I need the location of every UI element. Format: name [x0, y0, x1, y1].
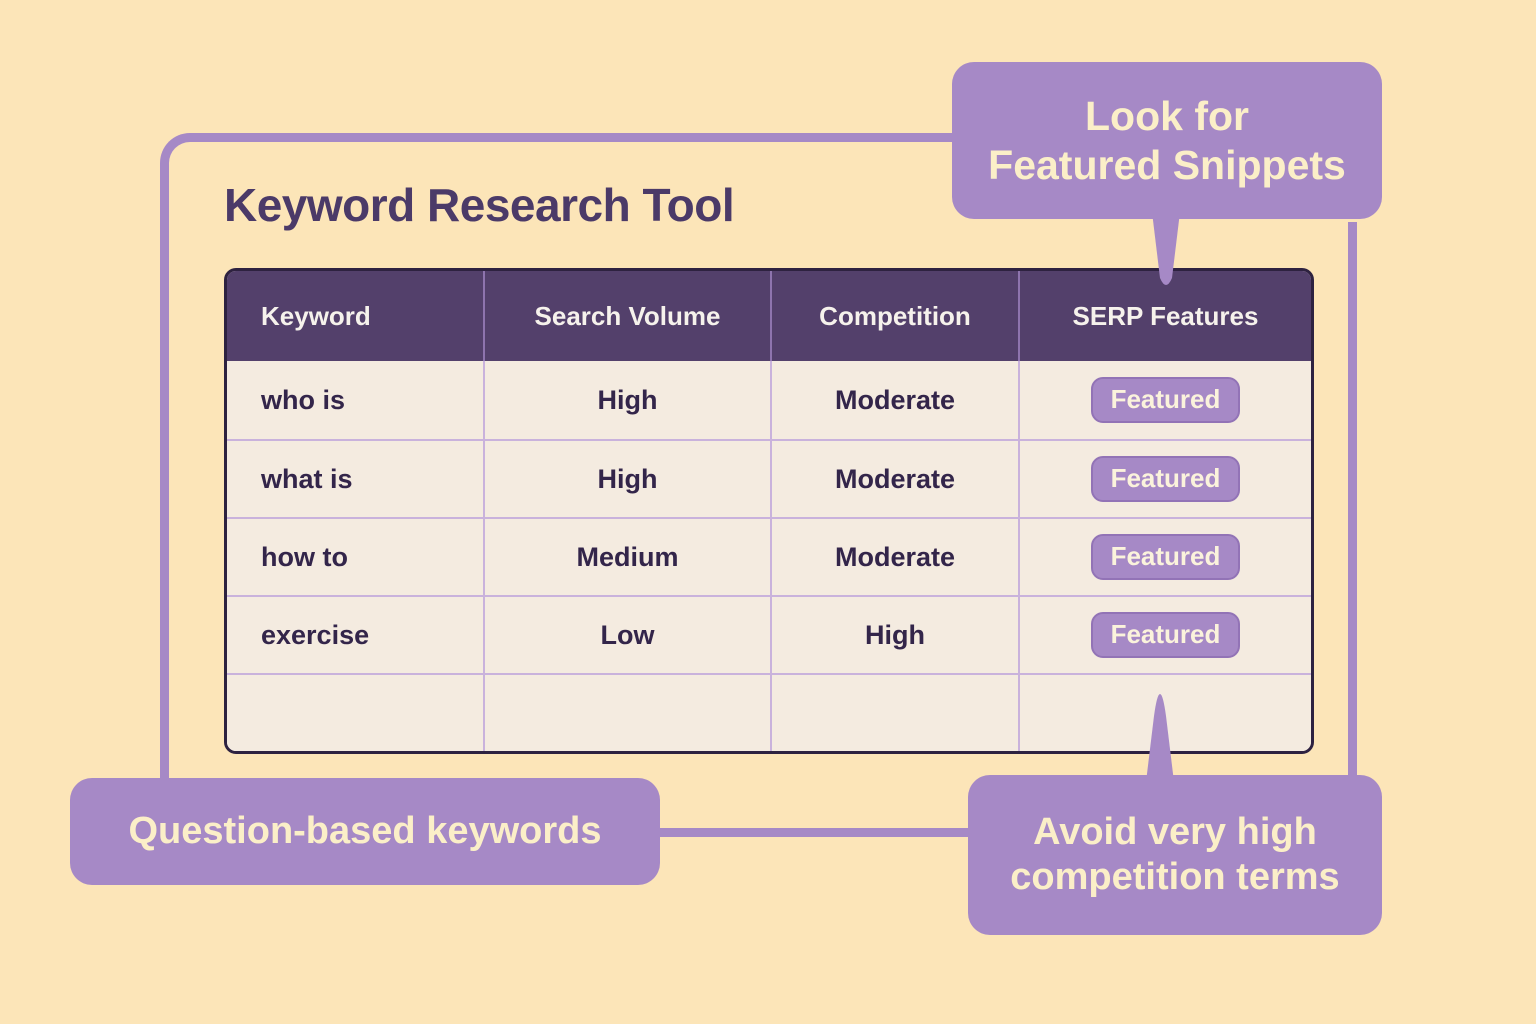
table-row[interactable]: what is High Moderate Featured [227, 439, 1311, 517]
cell-keyword [227, 673, 485, 751]
connector-line-left [160, 186, 169, 796]
connector-corner-top-left [160, 133, 220, 193]
cell-serp-features: Featured [1020, 361, 1311, 439]
callout-pointer-snippets [1140, 212, 1192, 292]
cell-serp-features: Featured [1020, 595, 1311, 673]
column-header-serp-features[interactable]: SERP Features [1020, 271, 1311, 361]
column-header-competition[interactable]: Competition [772, 271, 1020, 361]
cell-search-volume: Low [485, 595, 772, 673]
table-row[interactable]: exercise Low High Featured [227, 595, 1311, 673]
column-header-keyword[interactable]: Keyword [227, 271, 485, 361]
cell-keyword: who is [227, 361, 485, 439]
cell-competition: Moderate [772, 361, 1020, 439]
cell-serp-features: Featured [1020, 439, 1311, 517]
cell-search-volume [485, 673, 772, 751]
callout-snippets-line1: Look for [1085, 93, 1249, 140]
cell-competition: Moderate [772, 517, 1020, 595]
cell-search-volume: High [485, 361, 772, 439]
page-title: Keyword Research Tool [224, 179, 735, 231]
table-header: Keyword Search Volume Competition SERP F… [227, 271, 1311, 361]
callout-avoid-high-competition[interactable]: Avoid very high competition terms [968, 775, 1382, 935]
table-row[interactable]: who is High Moderate Featured [227, 361, 1311, 439]
table-row-empty[interactable] [227, 673, 1311, 751]
cell-competition: Moderate [772, 439, 1020, 517]
serp-feature-badge[interactable]: Featured [1090, 612, 1241, 658]
connector-line-bottom [650, 828, 990, 837]
callout-avoid-line2: competition terms [1010, 856, 1340, 898]
callout-snippets-text: Look for Featured Snippets [988, 92, 1346, 189]
connector-line-right [1348, 222, 1357, 784]
cell-keyword: what is [227, 439, 485, 517]
cell-competition: High [772, 595, 1020, 673]
table-header-row: Keyword Search Volume Competition SERP F… [227, 271, 1311, 361]
callout-pointer-avoid [1134, 672, 1186, 782]
cell-keyword: exercise [227, 595, 485, 673]
table-row[interactable]: how to Medium Moderate Featured [227, 517, 1311, 595]
callout-question-based-keywords[interactable]: Question-based keywords [70, 778, 660, 885]
cell-keyword: how to [227, 517, 485, 595]
connector-line-top [214, 133, 954, 142]
keyword-research-table: Keyword Search Volume Competition SERP F… [224, 268, 1314, 754]
callout-look-for-featured-snippets[interactable]: Look for Featured Snippets [952, 62, 1382, 219]
callout-question-text: Question-based keywords [128, 810, 602, 853]
cell-competition [772, 673, 1020, 751]
callout-avoid-line1: Avoid very high [1033, 811, 1317, 854]
column-header-search-volume[interactable]: Search Volume [485, 271, 772, 361]
table-body: who is High Moderate Featured what is Hi… [227, 361, 1311, 751]
serp-feature-badge[interactable]: Featured [1090, 534, 1241, 580]
cell-search-volume: High [485, 439, 772, 517]
callout-avoid-text: Avoid very high competition terms [1010, 810, 1339, 900]
serp-feature-badge[interactable]: Featured [1090, 377, 1241, 423]
cell-search-volume: Medium [485, 517, 772, 595]
cell-serp-features: Featured [1020, 517, 1311, 595]
serp-feature-badge[interactable]: Featured [1090, 456, 1241, 502]
callout-snippets-line2: Featured Snippets [988, 141, 1346, 188]
